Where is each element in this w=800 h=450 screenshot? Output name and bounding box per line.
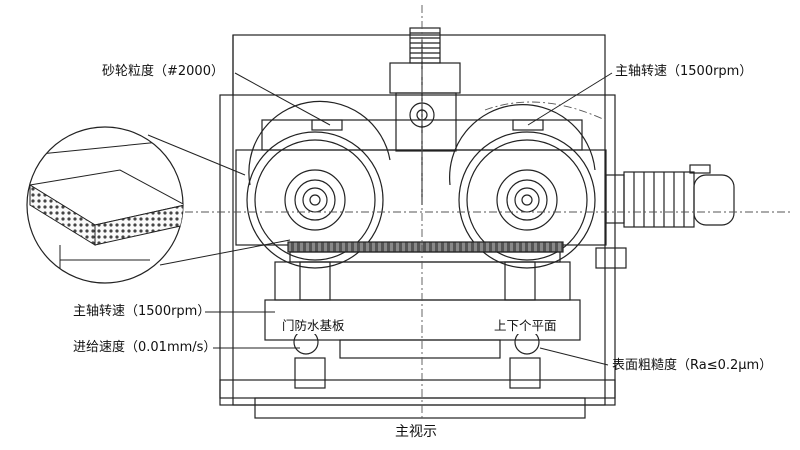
spindle-column	[389, 27, 461, 205]
centre-lines	[185, 5, 790, 420]
label-faces: 上下个平面	[494, 318, 557, 334]
label-workpiece: 门防水基板	[282, 318, 345, 334]
magnified-detail	[26, 126, 291, 284]
machine-frame	[219, 34, 616, 406]
drive-motor	[595, 164, 735, 269]
label-spindle-speed-left: 主轴转速（1500rpm）	[73, 304, 211, 319]
label-grit: 砂轮粒度（#2000）	[102, 64, 224, 79]
work-table	[219, 241, 616, 419]
label-roughness: 表面粗糙度（Ra≤0.2μm）	[612, 358, 773, 373]
label-feed-speed: 进给速度（0.01mm/s）	[73, 340, 217, 355]
left-grinding-wheel	[246, 100, 391, 269]
view-caption: 主视示	[395, 424, 437, 440]
leader-lines	[205, 72, 613, 366]
label-spindle-speed-top: 主轴转速（1500rpm）	[615, 64, 753, 79]
